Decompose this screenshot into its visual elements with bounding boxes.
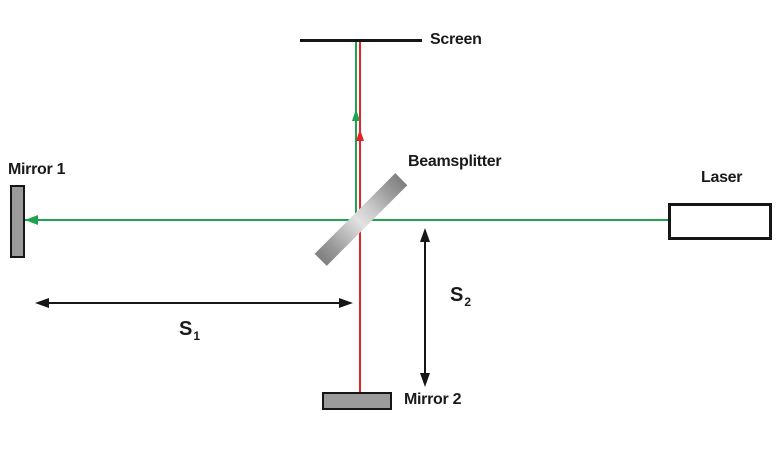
- laser-label: Laser: [701, 169, 743, 186]
- s1-distance-line: [38, 302, 350, 304]
- red-beam-arrow-up-icon: [356, 129, 364, 141]
- s1-label-subscript: 1: [193, 329, 201, 343]
- mirror-1-component: [10, 185, 25, 258]
- s1-arrowhead-left-icon: [35, 298, 49, 308]
- s2-label: S2: [450, 284, 472, 309]
- green-beam-arrow-up-icon: [352, 109, 360, 121]
- mirror-2-label: Mirror 2: [404, 391, 462, 408]
- beam-arrow-left-icon: [25, 215, 38, 225]
- s2-arrowhead-up-icon: [420, 228, 430, 242]
- beamsplitter-label: Beamsplitter: [408, 153, 502, 170]
- screen-component: [300, 39, 422, 42]
- s2-label-base: S: [450, 284, 464, 306]
- s2-distance-line: [424, 240, 426, 374]
- mirror-1-label: Mirror 1: [8, 161, 66, 178]
- laser-component: [668, 203, 772, 240]
- s2-label-subscript: 2: [464, 295, 472, 309]
- s1-label-base: S: [179, 318, 193, 340]
- s2-arrowhead-down-icon: [420, 373, 430, 387]
- mirror-2-component: [322, 392, 392, 410]
- s1-arrowhead-right-icon: [339, 298, 353, 308]
- screen-label: Screen: [430, 31, 482, 48]
- s1-label: S1: [179, 318, 201, 343]
